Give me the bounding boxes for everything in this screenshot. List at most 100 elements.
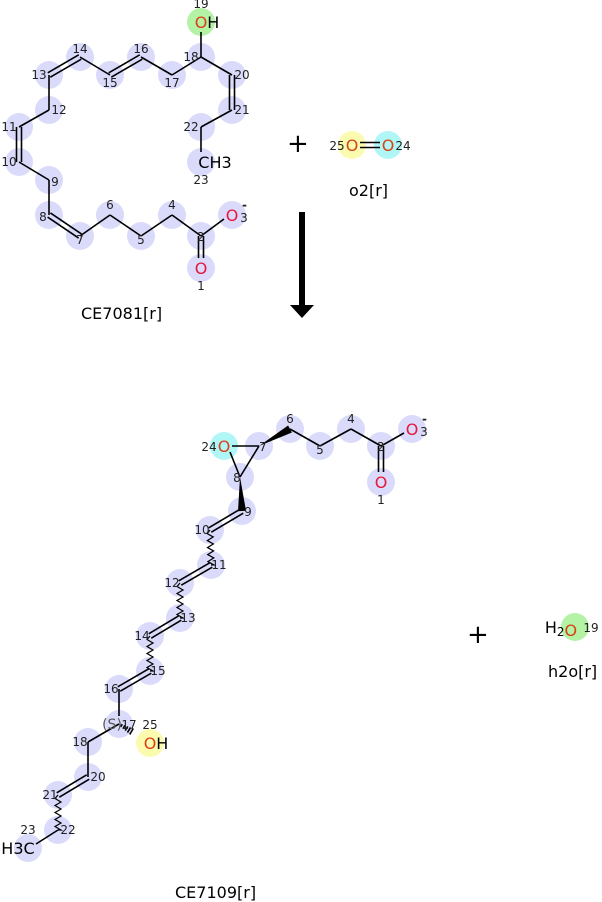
bond-a-b-wavy xyxy=(145,635,156,672)
ce7109-atom-3-charge: - xyxy=(422,412,427,426)
ce7081-atom-3-charge: - xyxy=(242,198,247,212)
ce7109-atom-1-highlight xyxy=(367,468,395,496)
bond-a-b-wavy xyxy=(175,582,186,619)
ce7109-atom-3-number: 3 xyxy=(420,425,428,439)
bond-a-b-second xyxy=(180,566,213,586)
bond-a-b-hash xyxy=(124,725,129,732)
ce7109-atom-20-number: 20 xyxy=(90,770,105,784)
ce7109-atom-22-number: 22 xyxy=(60,823,75,837)
ce7109-atom-6-number: 6 xyxy=(286,412,294,426)
ce7109-atom-12-number: 12 xyxy=(164,576,179,590)
bond-a-b xyxy=(35,829,59,845)
bond-x-y xyxy=(109,214,142,237)
bond-x-y xyxy=(18,161,50,181)
bond-a-b xyxy=(350,428,382,447)
ce7081-atom-4-number: 4 xyxy=(168,198,176,212)
bond-layer xyxy=(15,32,405,845)
ce7081-atom-1-number: 1 xyxy=(197,279,205,293)
bond-x-y xyxy=(49,212,82,235)
ce7109-atom-5-number: 5 xyxy=(316,443,324,457)
ce7109-atom-1-symbol: O xyxy=(375,473,388,492)
bond-x-y-second xyxy=(47,54,80,74)
bond-x-y xyxy=(200,218,225,237)
bond-a-b xyxy=(319,428,352,447)
bond-x-y xyxy=(140,56,173,76)
bond-a-b xyxy=(148,615,180,635)
bond-x-y xyxy=(110,58,143,78)
bond-a-b-hash xyxy=(126,727,132,733)
ce7081-atom-23-number: 23 xyxy=(193,173,208,187)
ce7109-atom-25-number: 25 xyxy=(142,718,157,732)
h2o-atom-19-symbol: H2O xyxy=(545,618,577,640)
ce7081-atom-6-number: 6 xyxy=(106,198,114,212)
o2-atom-24-highlight xyxy=(374,131,402,159)
bond-a-b xyxy=(117,668,150,688)
bond-a-b xyxy=(239,445,260,478)
ce7081-atom-7-number: 7 xyxy=(76,233,84,247)
ce7109-atom-7-number: 7 xyxy=(259,440,267,454)
ce7081-atom-20-number: 20 xyxy=(234,68,249,82)
ce7081-atom-21-number: 21 xyxy=(234,103,249,117)
bond-a-b-hash xyxy=(129,728,134,735)
ce7109-atom-2-number: 2 xyxy=(377,440,385,454)
reaction-arrow-shaft xyxy=(299,212,305,306)
ce7081-atom-12-number: 12 xyxy=(51,103,66,117)
ce7081-atom-19-highlight xyxy=(187,8,215,36)
bond-x-y xyxy=(200,56,233,76)
stereo-descriptor-s: (S) xyxy=(102,717,122,733)
ce7109-atom-1-number: 1 xyxy=(377,493,385,507)
ce7109-atom-9-number: 9 xyxy=(244,505,252,519)
ce7081-atom-16-number: 16 xyxy=(133,42,148,56)
bond-a-b xyxy=(289,428,321,447)
bond-a-b-hash xyxy=(120,723,123,728)
ce7081-atom-2-number: 2 xyxy=(197,230,205,244)
bond-a-b xyxy=(229,451,241,478)
bond-x-y xyxy=(140,214,173,237)
ce7109-atom-11-number: 11 xyxy=(211,558,226,572)
bond-a-b xyxy=(178,562,211,582)
bond-a-b-second xyxy=(119,672,152,692)
ce7109-atom-13-number: 13 xyxy=(180,611,195,625)
ce7109-atom-10-number: 10 xyxy=(194,523,209,537)
bond-x-y xyxy=(79,214,111,237)
bond-x-y-second xyxy=(47,216,80,239)
bond-x-y xyxy=(79,56,111,76)
bond-a-b-second xyxy=(58,778,90,798)
ce7109-atom-24-symbol: O xyxy=(218,437,231,456)
ce7109-atom-23-number: 23 xyxy=(20,823,35,837)
bond-a-b-wedge xyxy=(238,477,246,512)
bond-x-y xyxy=(200,109,233,128)
ce7081-atom-19-number: 19 xyxy=(193,0,208,11)
ce7109-atom-23-highlight xyxy=(14,834,42,862)
ce7109-atom-14-number: 14 xyxy=(134,629,149,643)
ce7081-atom-8-number: 8 xyxy=(39,210,47,224)
ce7081-atom-22-number: 22 xyxy=(183,120,198,134)
bond-x-y xyxy=(171,56,202,76)
ce7109-atom-8-number: 8 xyxy=(233,471,241,485)
bond-a-b-wavy xyxy=(206,529,217,566)
ce7109-atom-15-number: 15 xyxy=(150,664,165,678)
ce7081-atom-3-highlight xyxy=(218,201,246,229)
bond-a-b xyxy=(87,723,120,743)
reaction-arrow-head xyxy=(290,305,314,318)
ce7109-atom-4-number: 4 xyxy=(347,412,355,426)
ce7081-atom-14-number: 14 xyxy=(72,42,87,56)
ce7081-atom-1-symbol: O xyxy=(195,259,208,278)
o2-atom-24-number: 24 xyxy=(395,139,410,153)
ce7109-atom-25-highlight xyxy=(136,729,164,757)
bond-a-b-second xyxy=(210,512,244,533)
bond-x-y-second xyxy=(108,54,141,74)
ce7109-atom-3-symbol: O xyxy=(406,420,419,439)
h2o-atom-19-highlight xyxy=(561,613,589,641)
bond-a-b xyxy=(56,774,88,794)
ce7109-atom-24-number: 24 xyxy=(201,440,216,454)
ce7081-atom-10-number: 10 xyxy=(1,155,16,169)
bond-a-b xyxy=(208,508,242,529)
ce7081-atom-19-symbol: OH xyxy=(195,13,220,32)
bond-x-y xyxy=(49,58,82,78)
ce7081-atom-9-number: 9 xyxy=(51,175,59,189)
ce7081-atom-23-highlight xyxy=(187,148,215,176)
ce7081-atom-17-number: 17 xyxy=(164,76,179,90)
ce7081-atom-5-number: 5 xyxy=(137,233,145,247)
